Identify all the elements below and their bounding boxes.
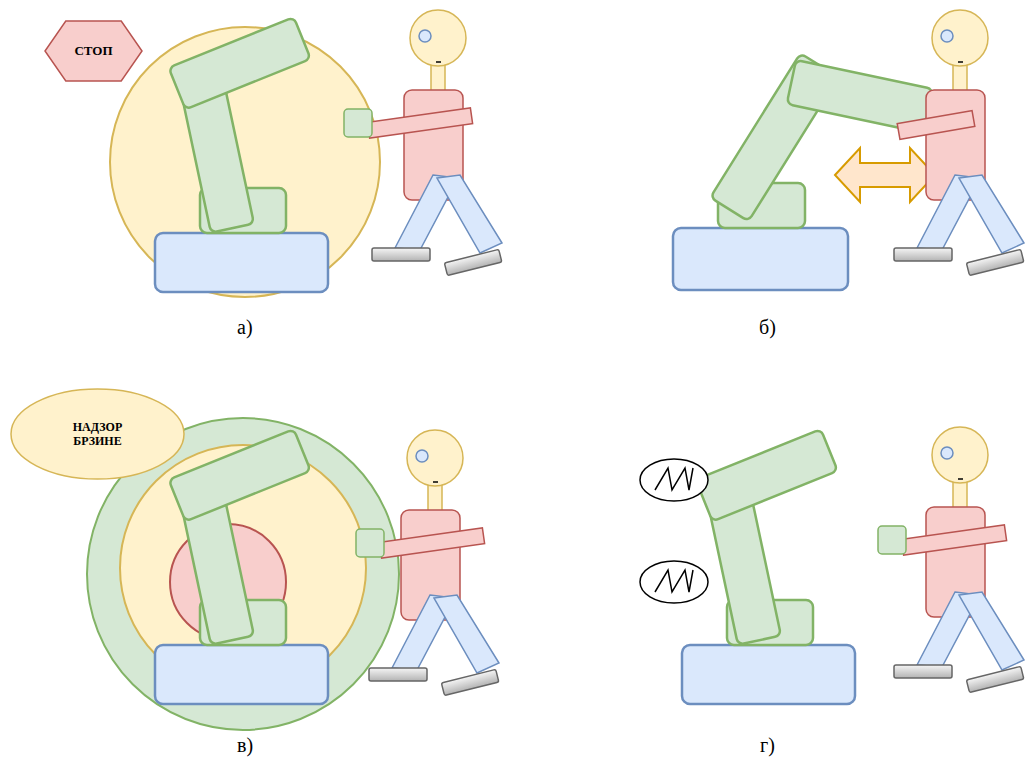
- robot-arm: [155, 429, 328, 704]
- human-arm: [878, 525, 1007, 555]
- node-label: СТОП: [74, 43, 112, 59]
- human-arm: [897, 111, 975, 140]
- force-sensor-symbol: [655, 468, 693, 490]
- human-arm: [344, 108, 473, 138]
- human-figure: [894, 10, 1024, 276]
- panel-label: в): [237, 734, 253, 757]
- force-sensor-symbol: [640, 561, 708, 603]
- stop-hexagon: СТОП: [44, 20, 143, 82]
- hexagon-outline: [45, 21, 142, 81]
- force-sensor-symbol: [640, 459, 708, 501]
- robot-base: [673, 228, 848, 290]
- panel-label: а): [237, 316, 253, 339]
- panel-label: г): [760, 734, 775, 757]
- robot-arm: [155, 17, 328, 292]
- force-sensor-symbol: [640, 561, 708, 603]
- robot-arm: [682, 429, 855, 704]
- human-arm: [356, 528, 485, 558]
- human-figure: [369, 430, 499, 696]
- node-label: НАДЗОР БРЗИНЕ: [62, 420, 134, 449]
- panel-d: [640, 427, 1024, 704]
- human-figure: [372, 10, 502, 276]
- force-sensor-symbol: [655, 570, 693, 592]
- ellipse-outline: [11, 389, 184, 479]
- panel-a: [110, 10, 502, 297]
- force-sensor-symbol: [640, 459, 708, 501]
- panel-b: [673, 10, 1024, 290]
- speed-monitor-ellipse: НАДЗОР БРЗИНЕ: [10, 388, 185, 480]
- human-figure: [894, 427, 1024, 693]
- double-arrow: [835, 148, 935, 202]
- panel-label: б): [759, 316, 776, 339]
